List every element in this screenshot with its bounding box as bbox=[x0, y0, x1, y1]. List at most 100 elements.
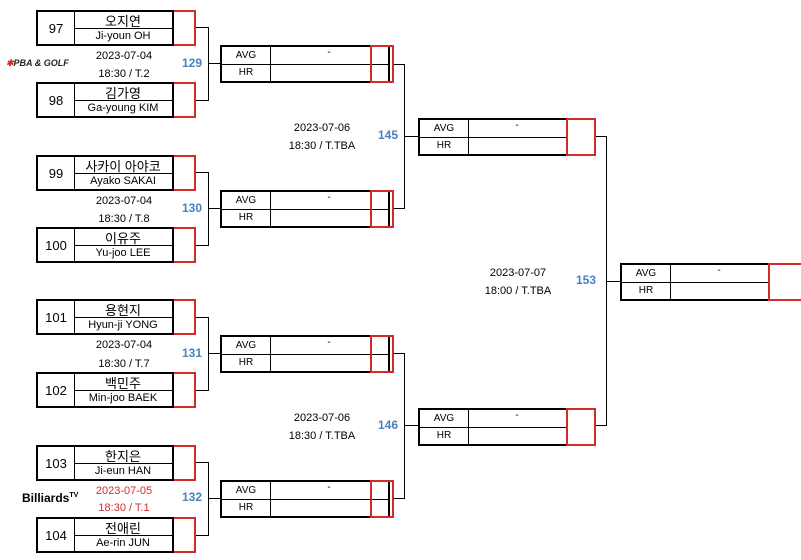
match-number: 146 bbox=[378, 418, 399, 432]
score-bar bbox=[768, 263, 801, 301]
player-name-english: Ji-eun HAN bbox=[94, 465, 152, 477]
bracket-line bbox=[196, 172, 208, 173]
player-box: 101 용현지 Hyun-ji YONG bbox=[36, 299, 174, 335]
hr-label: HR bbox=[222, 499, 271, 516]
player-name-korean: 오지연 bbox=[74, 12, 172, 29]
player-name-english: Min-joo BAEK bbox=[88, 392, 158, 404]
avg-value: - bbox=[468, 120, 566, 138]
hr-label: HR bbox=[222, 209, 271, 226]
player-name-korean: 사카이 아야코 bbox=[74, 157, 172, 174]
player-name-english: Ae-rin JUN bbox=[96, 537, 150, 549]
bracket-line bbox=[404, 136, 418, 137]
bracket-line bbox=[208, 27, 209, 101]
bracket-line bbox=[196, 27, 208, 28]
player-name-english: Ga-young KIM bbox=[87, 102, 159, 114]
bracket-line bbox=[404, 353, 405, 499]
billiards-tv-logo: BilliardsTV bbox=[22, 491, 79, 505]
bracket-line bbox=[208, 63, 220, 64]
hr-value bbox=[468, 137, 566, 154]
match-number: 145 bbox=[378, 128, 399, 142]
match-date: 2023-07-05 bbox=[95, 485, 153, 497]
player-name-korean: 이유주 bbox=[74, 229, 172, 246]
player-name-korean: 김가영 bbox=[74, 84, 172, 101]
hr-label: HR bbox=[222, 354, 271, 371]
match-time: 18:00 / T.TBA bbox=[484, 285, 552, 297]
match-score-box: AVG - HR bbox=[220, 45, 390, 83]
player-box: 100 이유주 Yu-joo LEE bbox=[36, 227, 174, 263]
bracket-line bbox=[196, 535, 208, 536]
bracket-line bbox=[208, 353, 220, 354]
player-name-korean: 백민주 bbox=[74, 374, 172, 391]
bracket-line bbox=[196, 390, 208, 391]
player-box: 102 백민주 Min-joo BAEK bbox=[36, 372, 174, 408]
player-seed: 104 bbox=[38, 519, 75, 551]
avg-label: AVG bbox=[420, 120, 469, 138]
player-name-korean: 전애린 bbox=[74, 519, 172, 536]
avg-label: AVG bbox=[622, 265, 671, 283]
hr-label: HR bbox=[222, 64, 271, 81]
match-time: 18:30 / T.TBA bbox=[288, 140, 356, 152]
score-bar bbox=[174, 517, 196, 553]
match-score-box: AVG - HR bbox=[620, 263, 770, 301]
match-number: 129 bbox=[182, 56, 203, 70]
score-bar bbox=[174, 227, 196, 263]
avg-label: AVG bbox=[222, 482, 271, 500]
bracket-line bbox=[208, 498, 220, 499]
bracket-line bbox=[196, 245, 208, 246]
match-date: 2023-07-04 bbox=[95, 195, 153, 207]
score-bar bbox=[174, 82, 196, 118]
hr-label: HR bbox=[420, 427, 469, 444]
score-bar bbox=[174, 445, 196, 481]
avg-value: - bbox=[270, 47, 388, 65]
match-date: 2023-07-06 bbox=[293, 412, 351, 424]
bracket-line bbox=[394, 64, 404, 65]
bracket-line bbox=[196, 462, 208, 463]
match-date: 2023-07-04 bbox=[95, 50, 153, 62]
bracket-line bbox=[208, 462, 209, 536]
player-seed: 102 bbox=[38, 374, 75, 406]
avg-value: - bbox=[468, 410, 566, 428]
player-seed: 98 bbox=[38, 84, 75, 116]
match-date: 2023-07-06 bbox=[293, 122, 351, 134]
bracket-line bbox=[394, 353, 404, 354]
avg-value: - bbox=[670, 265, 768, 283]
match-date: 2023-07-07 bbox=[489, 267, 547, 279]
player-box: 104 전애린 Ae-rin JUN bbox=[36, 517, 174, 553]
score-bar bbox=[370, 190, 394, 228]
match-time: 18:30 / T.1 bbox=[98, 502, 150, 514]
hr-label: HR bbox=[420, 137, 469, 154]
match-score-box: AVG - HR bbox=[418, 408, 568, 446]
player-box: 98 김가영 Ga-young KIM bbox=[36, 82, 174, 118]
score-bar bbox=[174, 299, 196, 335]
player-name-korean: 한지은 bbox=[74, 447, 172, 464]
bracket-line bbox=[596, 136, 606, 137]
player-seed: 99 bbox=[38, 157, 75, 189]
score-bar bbox=[370, 45, 394, 83]
player-box: 103 한지은 Ji-eun HAN bbox=[36, 445, 174, 481]
match-score-box: AVG - HR bbox=[220, 480, 390, 518]
score-bar bbox=[174, 155, 196, 191]
match-time: 18:30 / T.TBA bbox=[288, 430, 356, 442]
bracket-line bbox=[596, 425, 606, 426]
avg-value: - bbox=[270, 192, 388, 210]
avg-label: AVG bbox=[222, 337, 271, 355]
score-bar bbox=[370, 480, 394, 518]
bracket-line bbox=[208, 317, 209, 391]
pba-golf-logo: ✱PBA & GOLF bbox=[6, 58, 69, 68]
player-box: 97 오지연 Ji-youn OH bbox=[36, 10, 174, 46]
bracket-line bbox=[394, 208, 404, 209]
player-seed: 101 bbox=[38, 301, 75, 333]
match-number: 130 bbox=[182, 201, 203, 215]
match-time: 18:30 / T.2 bbox=[98, 68, 150, 80]
player-name-english: Yu-joo LEE bbox=[95, 247, 151, 259]
player-name-english: Ayako SAKAI bbox=[90, 175, 156, 187]
bracket-line bbox=[404, 425, 418, 426]
avg-label: AVG bbox=[420, 410, 469, 428]
bracket-line bbox=[394, 498, 404, 499]
match-score-box: AVG - HR bbox=[220, 335, 390, 373]
avg-value: - bbox=[270, 482, 388, 500]
player-seed: 103 bbox=[38, 447, 75, 479]
bracket-line bbox=[208, 208, 220, 209]
player-name-english: Ji-youn OH bbox=[95, 30, 151, 42]
score-bar bbox=[174, 372, 196, 408]
